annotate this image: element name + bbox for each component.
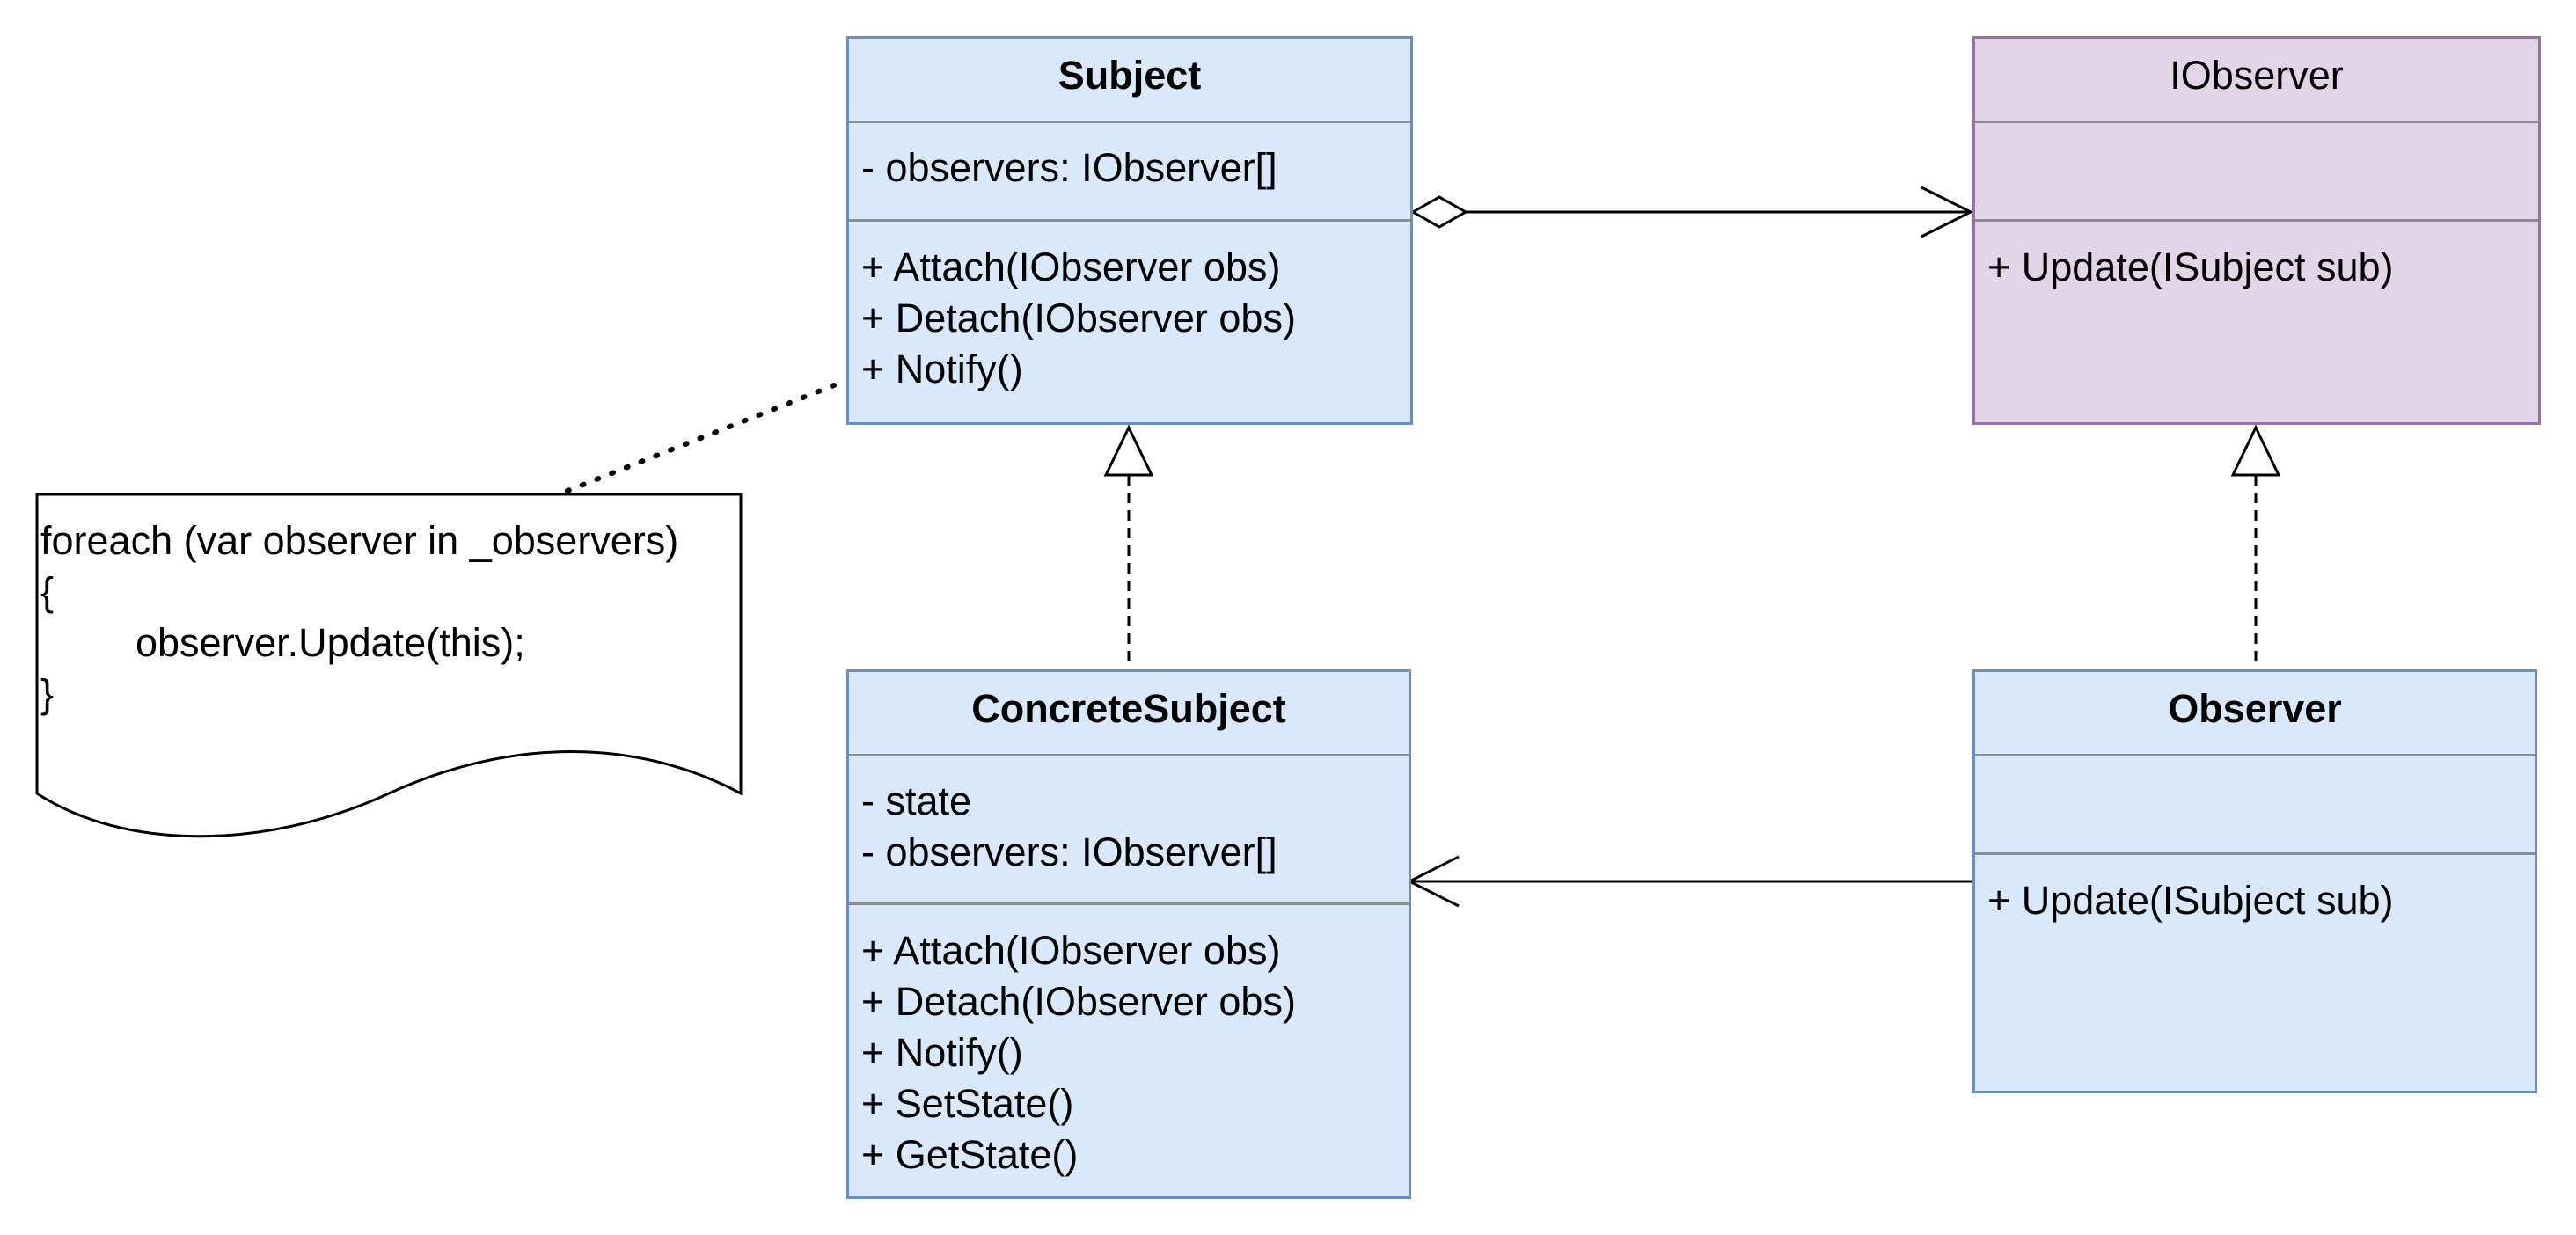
realization-triangle-subject (1103, 424, 1154, 477)
divider (1975, 852, 2535, 855)
methods-section: + Attach(IObserver obs) + Detach(IObserv… (861, 925, 1403, 1180)
class-title: IObserver (2170, 53, 2344, 98)
divider (849, 754, 1409, 756)
note-line: observer.Update(this); (135, 620, 525, 665)
methods-section: + Attach(IObserver obs) + Detach(IObserv… (861, 242, 1405, 395)
methods-section: + Update(ISubject sub) (1987, 242, 2533, 293)
divider (1975, 754, 2535, 756)
class-title: ConcreteSubject (971, 686, 1286, 731)
class-observer[interactable]: Observer + Update(ISubject sub) (1972, 669, 2537, 1093)
method: + Detach(IObserver obs) (861, 979, 1296, 1024)
aggregation-arrowhead (1921, 186, 1974, 238)
method: + Detach(IObserver obs) (861, 296, 1296, 340)
method: + Update(ISubject sub) (1987, 878, 2394, 923)
divider (849, 902, 1409, 905)
divider (1975, 121, 2538, 123)
note-line: { (40, 569, 55, 614)
class-concrete-subject[interactable]: ConcreteSubject - state - observers: IOb… (846, 669, 1411, 1199)
divider (1975, 219, 2538, 222)
method: + GetState() (861, 1132, 1079, 1177)
note-link (560, 383, 837, 495)
divider (849, 219, 1410, 222)
realization-triangle-iobserver (2230, 424, 2281, 477)
divider (849, 121, 1410, 123)
method: + SetState() (861, 1081, 1074, 1126)
attribute: - state (861, 778, 972, 823)
note-line: foreach (var observer in _observers) (40, 518, 679, 563)
method: + Notify() (861, 347, 1023, 391)
aggregation-diamond (1409, 195, 1469, 229)
class-title: Subject (1057, 53, 1202, 98)
method: + Update(ISubject sub) (1987, 245, 2394, 289)
attributes-section: - observers: IObserver[] (861, 142, 1405, 194)
interface-iobserver[interactable]: IObserver + Update(ISubject sub) (1972, 36, 2541, 425)
method: + Attach(IObserver obs) (861, 928, 1281, 973)
note[interactable]: foreach (var observer in _observers) { o… (40, 515, 678, 720)
methods-section: + Update(ISubject sub) (1987, 875, 2529, 926)
note-line: } (40, 671, 55, 716)
class-subject[interactable]: Subject - observers: IObserver[] + Attac… (846, 36, 1413, 425)
attribute: - observers: IObserver[] (861, 145, 1277, 190)
method: + Attach(IObserver obs) (861, 245, 1281, 289)
method: + Notify() (861, 1030, 1023, 1075)
attribute: - observers: IObserver[] (861, 829, 1277, 874)
attributes-section: - state - observers: IObserver[] (861, 776, 1403, 878)
note-shape (35, 493, 743, 838)
class-title: Observer (2168, 686, 2342, 731)
